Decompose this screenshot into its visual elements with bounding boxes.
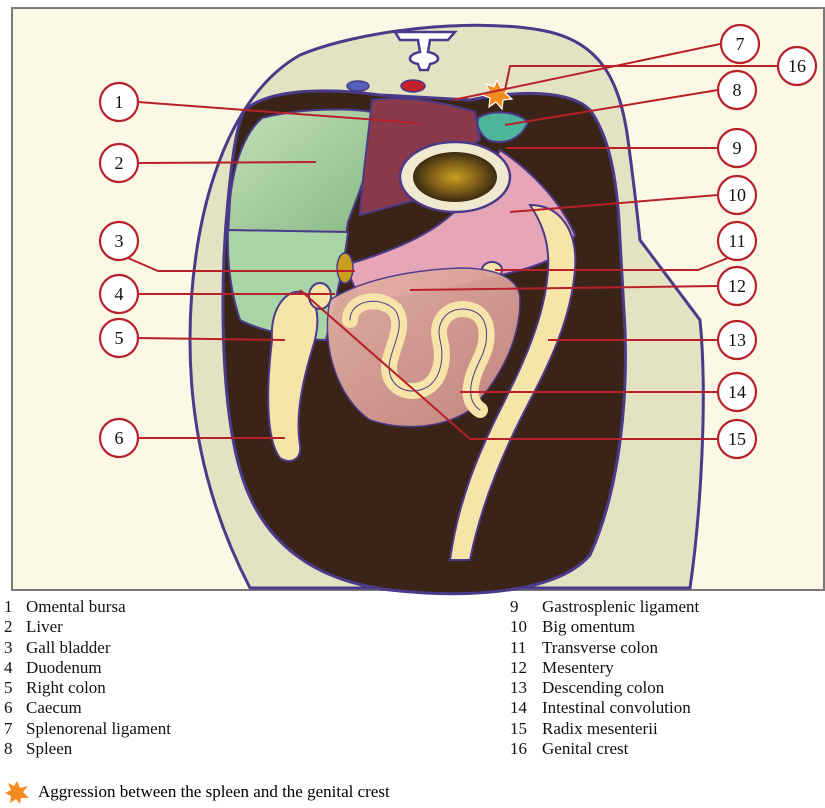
svg-text:15: 15 (728, 429, 746, 449)
star-icon (4, 780, 30, 804)
callout-14: 14 (718, 373, 756, 411)
star-legend: Aggression between the spleen and the ge… (4, 780, 390, 804)
duodenum (309, 283, 331, 309)
aorta (401, 80, 425, 92)
svg-text:11: 11 (728, 231, 745, 251)
svg-text:16: 16 (788, 56, 806, 76)
callout-6: 6 (100, 419, 138, 457)
svg-text:10: 10 (728, 185, 746, 205)
leader-2 (138, 162, 316, 163)
svg-text:9: 9 (733, 138, 742, 158)
svg-text:2: 2 (115, 153, 124, 173)
callout-10: 10 (718, 176, 756, 214)
svg-text:8: 8 (733, 80, 742, 100)
callout-16: 16 (778, 47, 816, 85)
callout-5: 5 (100, 319, 138, 357)
star-legend-text: Aggression between the spleen and the ge… (38, 782, 390, 802)
svg-text:6: 6 (115, 428, 124, 448)
callout-9: 9 (718, 129, 756, 167)
svg-text:7: 7 (736, 34, 745, 54)
callout-4: 4 (100, 275, 138, 313)
svg-text:5: 5 (115, 328, 124, 348)
callout-8: 8 (718, 71, 756, 109)
callout-15: 15 (718, 420, 756, 458)
svg-text:4: 4 (115, 284, 124, 304)
svg-text:12: 12 (728, 276, 746, 296)
callout-3: 3 (100, 222, 138, 260)
callout-2: 2 (100, 144, 138, 182)
svg-text:14: 14 (728, 382, 746, 402)
callout-13: 13 (718, 321, 756, 359)
svg-text:13: 13 (728, 330, 746, 350)
callout-7: 7 (721, 25, 759, 63)
svg-text:1: 1 (115, 92, 124, 112)
callout-11: 11 (718, 222, 756, 260)
stomach-lumen (413, 152, 497, 202)
callout-1: 1 (100, 83, 138, 121)
svg-text:3: 3 (115, 231, 124, 251)
vena-cava (347, 81, 369, 91)
callout-12: 12 (718, 267, 756, 305)
gall-bladder (337, 253, 353, 283)
